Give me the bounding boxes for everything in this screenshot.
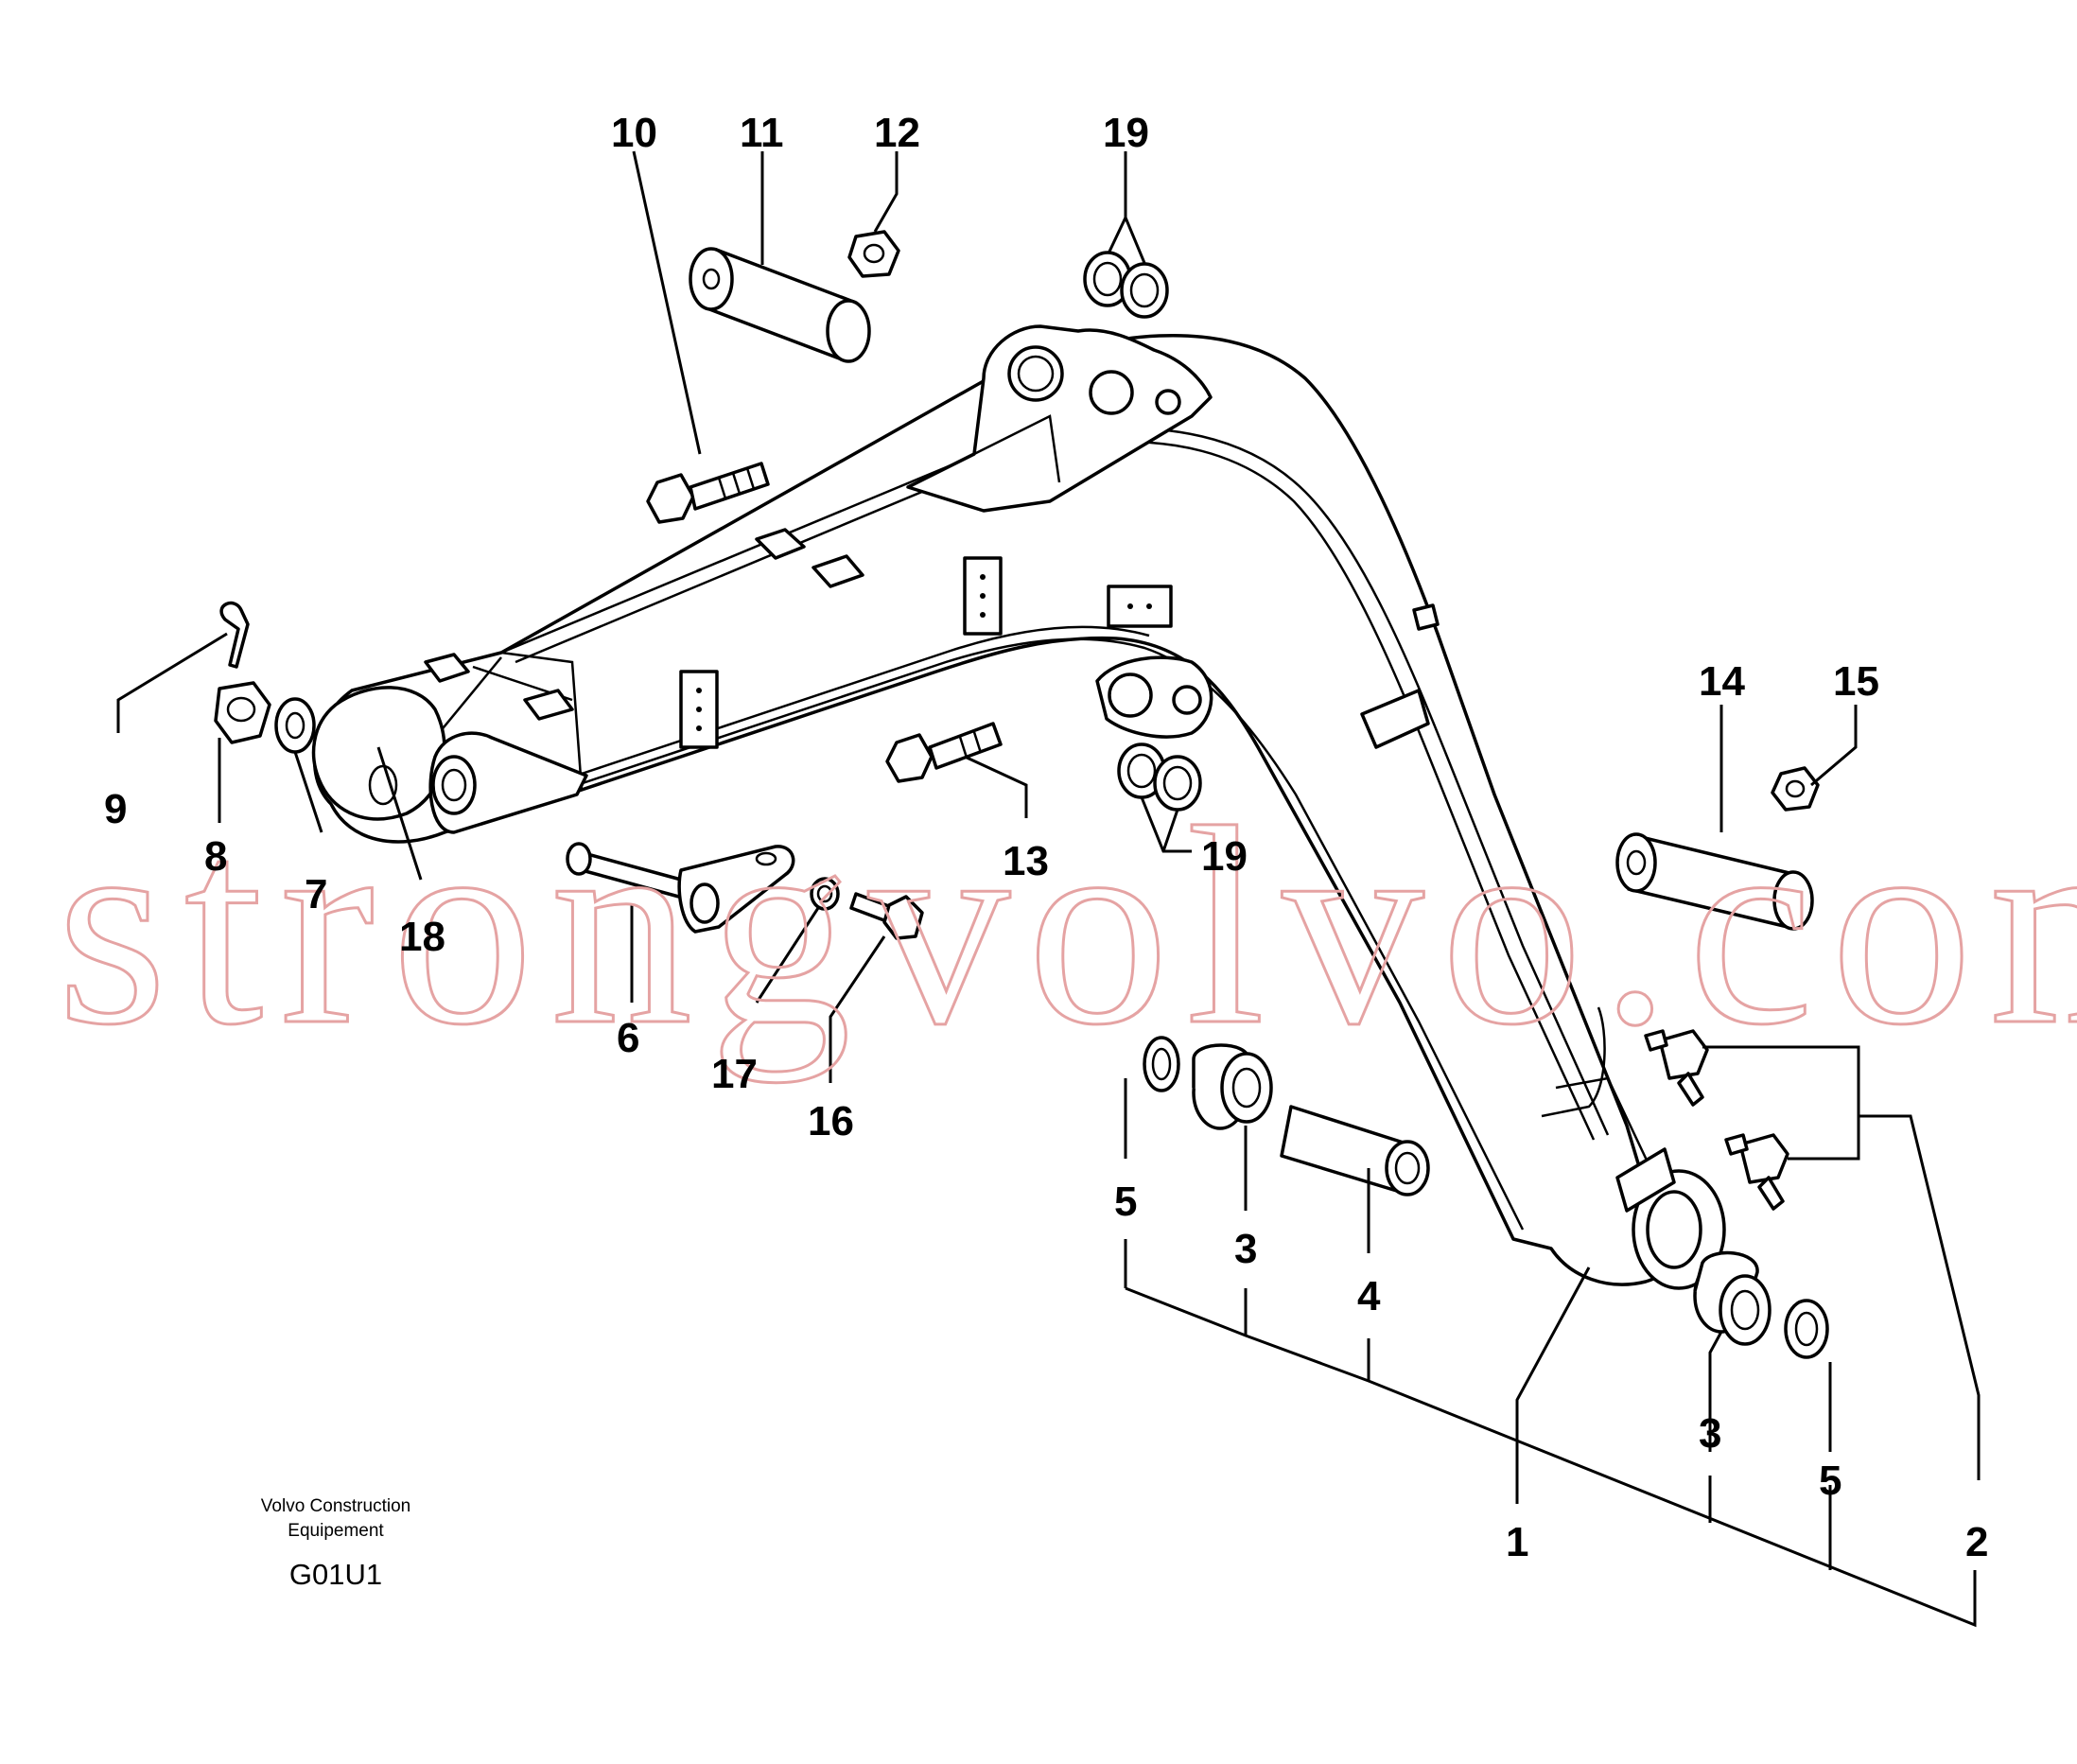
grease-nipple-2-bottom (1724, 1133, 1789, 1211)
bushing-3-left (1192, 1043, 1273, 1130)
callout-5-right: 5 (1819, 1458, 1841, 1504)
pin-4 (1280, 1105, 1430, 1196)
callout-10: 10 (611, 110, 657, 156)
pin-14 (1615, 832, 1814, 931)
callout-14: 14 (1699, 658, 1745, 705)
callout-4: 4 (1357, 1273, 1381, 1319)
washer-7 (274, 697, 316, 754)
split-pin-9 (219, 601, 250, 669)
bushing-3-right (1693, 1250, 1772, 1346)
seal-5-right (1784, 1299, 1829, 1359)
callout-3-left: 3 (1234, 1226, 1257, 1272)
washers-19-bottom (1117, 742, 1202, 812)
manufacturer-line1: Volvo Construction (261, 1496, 410, 1516)
callout-6: 6 (617, 1015, 639, 1061)
callout-16: 16 (808, 1098, 854, 1144)
boom-body (311, 324, 1726, 1290)
manufacturer-line2: Equipement (288, 1521, 384, 1541)
callout-15: 15 (1833, 658, 1879, 705)
pin-11 (689, 247, 871, 363)
callout-8: 8 (204, 833, 227, 880)
callout-19-top: 19 (1103, 110, 1149, 156)
washer-17 (810, 877, 840, 911)
callout-18: 18 (399, 914, 445, 960)
leader-lines (116, 150, 1981, 1628)
callout-13: 13 (1003, 838, 1049, 884)
bolt-16 (849, 892, 924, 940)
callout-9: 9 (104, 786, 127, 832)
callout-17: 17 (711, 1051, 758, 1097)
watermark-text: strongvolvo.com (57, 769, 2077, 1084)
callout-2: 2 (1965, 1519, 1988, 1565)
callout-3-right: 3 (1699, 1410, 1721, 1457)
figure-code: G01U1 (289, 1558, 382, 1591)
nut-12 (847, 230, 900, 278)
callout-7: 7 (305, 871, 327, 917)
callout-11: 11 (740, 110, 784, 156)
callout-5-left: 5 (1114, 1179, 1137, 1225)
callout-labels: 10 11 12 19 9 8 7 18 6 17 16 13 19 14 15… (104, 110, 1988, 1565)
nut-15 (1771, 766, 1820, 812)
grease-nipple-2-top (1644, 1029, 1709, 1107)
title-block: Volvo Construction Equipement G01U1 (261, 1496, 410, 1591)
callout-19-bottom: 19 (1201, 833, 1248, 880)
pin-with-plate-6 (566, 842, 795, 934)
callout-12: 12 (874, 110, 920, 156)
seal-5-left (1143, 1036, 1180, 1092)
washers-19-top (1083, 251, 1169, 319)
callout-1: 1 (1506, 1519, 1528, 1565)
bolt-13 (885, 722, 1003, 783)
castle-nut-8 (214, 681, 271, 744)
bolt-10 (646, 462, 770, 524)
